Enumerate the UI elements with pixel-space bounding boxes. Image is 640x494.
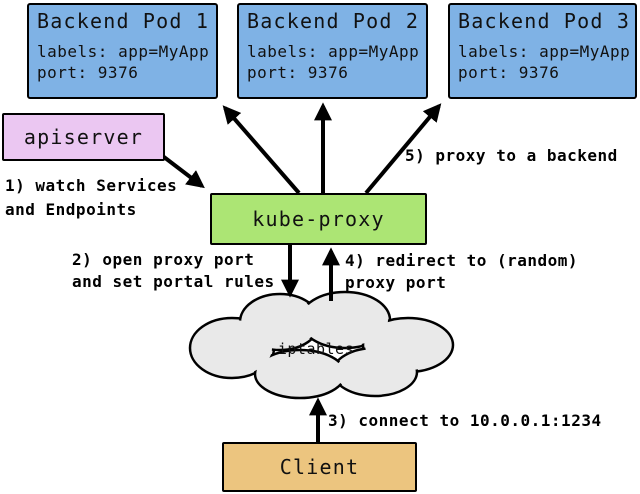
step1-annotation: 1) watch Services and Endpoints	[5, 174, 177, 222]
step4-line2: proxy port	[345, 273, 447, 292]
arrow-apiserver-to-kube-proxy	[158, 152, 205, 189]
backend-pod-1: Backend Pod 1 labels: app=MyApp port: 93…	[27, 3, 218, 99]
apiserver-node: apiserver	[2, 113, 165, 161]
step4-line1: 4) redirect to (random)	[345, 251, 579, 270]
pod-port: port: 9376	[37, 63, 139, 82]
step4-annotation: 4) redirect to (random) proxy port	[345, 250, 578, 294]
step3-annotation: 3) connect to 10.0.0.1:1234	[328, 410, 602, 432]
arrow-kube-proxy-to-pod1	[222, 105, 301, 195]
pod-port: port: 9376	[458, 63, 560, 82]
apiserver-label: apiserver	[23, 125, 144, 149]
kube-proxy-node: kube-proxy	[210, 193, 427, 245]
pod-labels: labels: app=MyApp	[247, 42, 420, 61]
pod-title: Backend Pod 2	[247, 9, 420, 33]
step2-line2: and set portal rules	[72, 272, 275, 291]
step5-annotation: 5) proxy to a backend	[405, 145, 618, 167]
pod-title: Backend Pod 3	[458, 9, 631, 33]
backend-pod-3: Backend Pod 3 labels: app=MyApp port: 93…	[448, 3, 637, 99]
iptables-label: iptables	[277, 340, 355, 358]
backend-pod-2: Backend Pod 2 labels: app=MyApp port: 93…	[237, 3, 428, 99]
step2-line1: 2) open proxy port	[72, 250, 255, 269]
arrow-kube-proxy-to-pod3	[364, 103, 442, 195]
step5-line1: 5) proxy to a backend	[405, 146, 618, 165]
client-node: Client	[222, 442, 417, 492]
pod-port: port: 9376	[247, 63, 349, 82]
client-label: Client	[279, 455, 360, 479]
iptables-cloud	[188, 290, 455, 400]
step1-line2: and Endpoints	[5, 200, 137, 219]
pod-labels: labels: app=MyApp	[458, 42, 631, 61]
pod-title: Backend Pod 1	[37, 9, 210, 33]
step2-annotation: 2) open proxy port and set portal rules	[72, 249, 275, 293]
kube-proxy-label: kube-proxy	[252, 207, 385, 231]
step3-line1: 3) connect to 10.0.0.1:1234	[328, 411, 602, 430]
step1-line1: 1) watch Services	[5, 176, 178, 195]
pod-labels: labels: app=MyApp	[37, 42, 210, 61]
